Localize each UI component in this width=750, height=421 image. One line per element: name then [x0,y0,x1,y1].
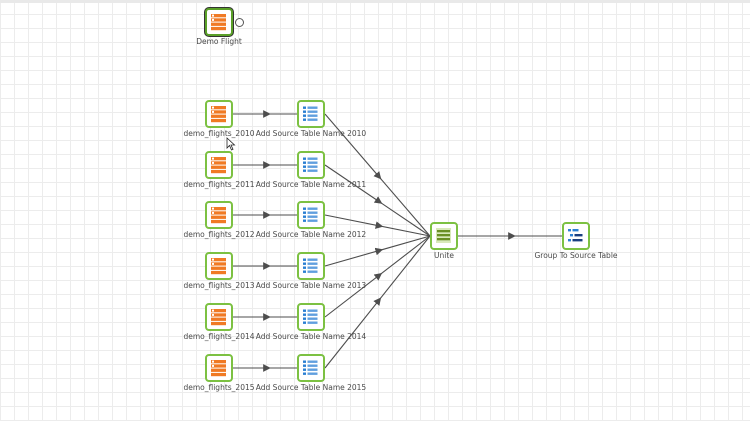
transform-node-4[interactable] [297,303,325,331]
source-node-0[interactable] [205,100,233,128]
connector-handle[interactable] [235,18,244,27]
edge-transform-2-arrow [374,221,384,229]
demo-flight-node[interactable] [205,8,233,36]
group-node-label: Group To Source Table [534,251,618,260]
group-node[interactable] [562,222,590,250]
transform-node-icon [303,106,318,121]
unite-node[interactable] [430,222,458,250]
transform-node-1-label: Add Source Table Name 2011 [255,180,367,189]
source-node-5[interactable] [205,354,233,382]
source-node-icon [211,106,226,123]
transform-node-icon [303,157,318,172]
source-node-4-label: demo_flights_2014 [183,332,255,341]
source-node-icon [211,14,226,31]
transform-node-4-label: Add Source Table Name 2014 [255,332,367,341]
source-node-5-label: demo_flights_2015 [183,383,255,392]
transform-node-icon [303,207,318,222]
transform-node-2[interactable] [297,201,325,229]
edge-transform-5-arrow [373,297,382,306]
edge-transform-0-arrow [373,171,382,180]
transform-node-0-label: Add Source Table Name 2010 [255,129,367,138]
demo-flight-node-label: Demo Flight [196,37,242,46]
source-node-icon [211,258,226,275]
mouse-cursor-icon [226,137,236,151]
transform-node-5-label: Add Source Table Name 2015 [255,383,367,392]
source-node-icon [211,157,226,174]
source-node-2-label: demo_flights_2012 [183,230,255,239]
transform-node-icon [303,309,318,324]
transform-node-1[interactable] [297,151,325,179]
transform-node-icon [303,360,318,375]
edge-transform-1-arrow [373,196,383,204]
source-node-1[interactable] [205,151,233,179]
source-node-icon [211,309,226,326]
edge-transform-3-arrow [374,247,384,256]
source-node-1-label: demo_flights_2011 [183,180,255,189]
transform-node-5[interactable] [297,354,325,382]
group-node-icon [568,229,583,242]
source-node-icon [211,360,226,377]
source-node-icon [211,207,226,224]
transform-node-2-label: Add Source Table Name 2012 [255,230,367,239]
transform-node-icon [303,258,318,273]
transform-node-0[interactable] [297,100,325,128]
unite-node-label: Unite [434,251,454,260]
source-node-3-label: demo_flights_2013 [183,281,255,290]
source-node-3[interactable] [205,252,233,280]
source-node-4[interactable] [205,303,233,331]
unite-node-icon [436,228,451,243]
source-node-0-label: demo_flights_2010 [183,129,255,138]
top-bar [0,0,750,3]
transform-node-3[interactable] [297,252,325,280]
edge-transform-4-arrow [373,272,383,281]
source-node-2[interactable] [205,201,233,229]
transform-node-3-label: Add Source Table Name 2013 [255,281,367,290]
